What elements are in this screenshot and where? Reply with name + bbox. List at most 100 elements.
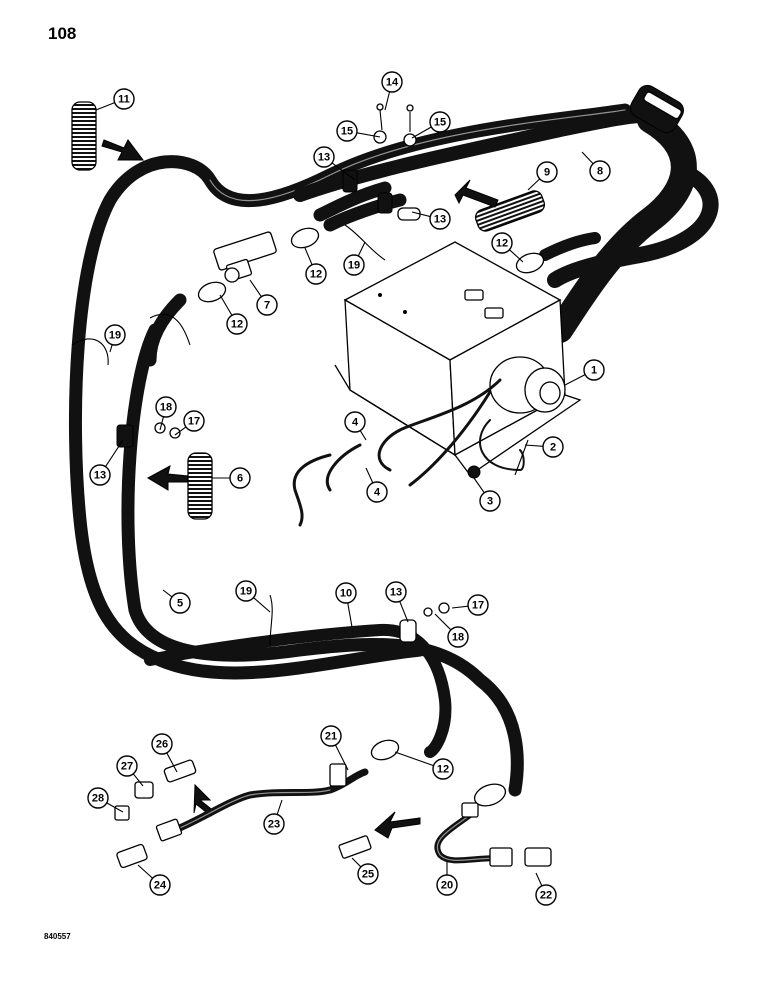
callout-circle [113, 88, 135, 110]
callout-12: 12 [219, 294, 248, 335]
callout-circle [229, 467, 251, 489]
callout-leader [394, 751, 434, 767]
callout-label: 5 [177, 598, 183, 610]
tube-20 [434, 802, 513, 867]
callout-circle [357, 863, 379, 885]
callout-label: 20 [441, 880, 453, 892]
callout-label: 13 [390, 587, 402, 599]
callout-26: 26 [151, 733, 178, 773]
callout-leader [331, 162, 356, 181]
callout-label: 11 [118, 94, 130, 106]
callout-circle [335, 582, 357, 604]
callout-leader [473, 477, 485, 494]
callout-leader [304, 247, 313, 266]
callout-label: 12 [437, 764, 449, 776]
callout-leader [109, 344, 113, 353]
callout-circle [436, 874, 458, 896]
callout-label: 15 [434, 117, 446, 129]
callout-label: 13 [94, 470, 106, 482]
callout-12: 12 [394, 751, 454, 780]
callout-21: 21 [320, 725, 349, 771]
wiring-harness [292, 378, 525, 527]
callout-circle [226, 313, 248, 335]
callout-circle [589, 160, 611, 182]
callout-circle [89, 464, 111, 486]
hose-8 [293, 84, 719, 343]
callout-leader [524, 444, 544, 447]
spring-6 [187, 452, 213, 520]
callout-circle [429, 208, 451, 230]
callout-8: 8 [581, 151, 611, 182]
callout-label: 25 [362, 869, 374, 881]
tube-23 [155, 763, 369, 842]
callout-circle [583, 359, 605, 381]
callout-label: 18 [452, 632, 464, 644]
callout-22: 22 [535, 872, 557, 906]
callout-circle [183, 410, 205, 432]
callout-10: 10 [335, 582, 357, 628]
callout-label: 2 [550, 442, 556, 454]
hose-10 [121, 293, 524, 797]
callout-label: 18 [160, 402, 172, 414]
callout-leader [137, 864, 153, 879]
callout-13: 13 [385, 581, 409, 623]
callout-24: 24 [137, 864, 171, 896]
callout-leader [162, 589, 173, 598]
callout-leader [411, 126, 432, 139]
callout-label: 12 [310, 269, 322, 281]
callout-circle [429, 111, 451, 133]
callout-label: 1 [591, 365, 597, 377]
callout-18: 18 [434, 613, 469, 648]
callout-circle [491, 232, 513, 254]
page-number: 108 [48, 24, 77, 43]
figure-code: 840557 [44, 932, 71, 941]
callout-leader [351, 857, 362, 868]
callout-circle [447, 626, 469, 648]
callout-circle [151, 733, 173, 755]
callout-17: 17 [451, 594, 489, 616]
callout-label: 19 [348, 260, 360, 272]
callout-13: 13 [411, 208, 451, 230]
callout-leader [535, 872, 543, 887]
callout-circle [87, 787, 109, 809]
callout-leader [166, 752, 178, 773]
callout-leader [411, 211, 431, 218]
callout-label: 7 [264, 300, 270, 312]
spring-11 [71, 101, 97, 171]
callout-circle [169, 592, 191, 614]
callout-leader [219, 294, 233, 316]
callout-2: 2 [524, 436, 564, 458]
callout-circle [256, 294, 278, 316]
callout-7: 7 [249, 279, 278, 316]
callout-circle [536, 161, 558, 183]
callout-circle [535, 884, 557, 906]
spring-9 [474, 190, 546, 232]
callout-label: 9 [544, 167, 550, 179]
callout-4: 4 [344, 411, 367, 441]
callout-11: 11 [95, 88, 135, 111]
callout-circle [263, 813, 285, 835]
callout-circle [381, 71, 403, 93]
callout-15: 15 [336, 120, 381, 142]
callout-3: 3 [473, 477, 501, 512]
callout-leader [564, 374, 586, 386]
callout-25: 25 [351, 857, 379, 885]
callout-circle [366, 481, 388, 503]
callout-label: 13 [434, 214, 446, 226]
callout-1: 1 [564, 359, 605, 386]
callout-leader [276, 799, 283, 815]
callout-leader [95, 102, 115, 111]
hose-stubs [313, 181, 601, 261]
callout-19: 19 [104, 324, 126, 353]
callout-leader [106, 802, 124, 813]
hose-brackets [116, 103, 529, 643]
callout-4: 4 [365, 467, 388, 503]
callout-circle [149, 874, 171, 896]
callout-label: 10 [340, 588, 352, 600]
callout-label: 17 [188, 416, 200, 428]
callout-label: 23 [268, 819, 280, 831]
callout-6: 6 [212, 467, 251, 489]
callout-17: 17 [174, 410, 205, 436]
